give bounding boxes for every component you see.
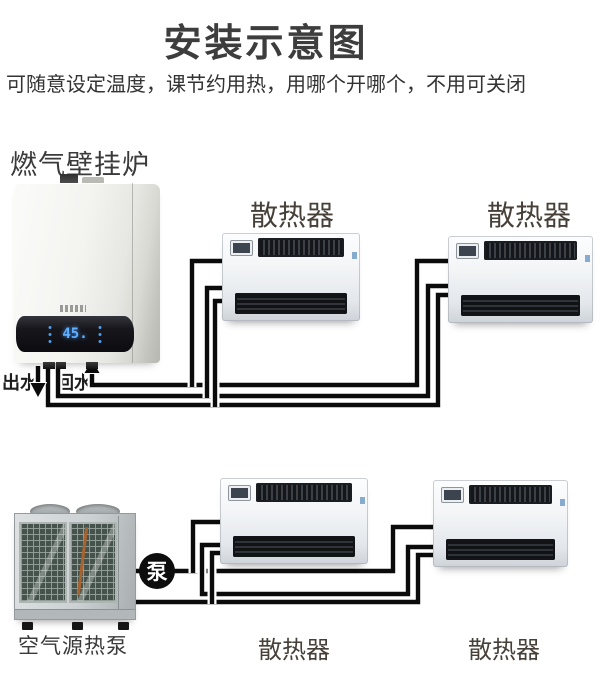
radiator-bottom-grille bbox=[235, 293, 347, 314]
return-water-label: 回水 bbox=[56, 373, 92, 393]
pipe-supply-bus-2 bbox=[45, 292, 452, 408]
radiator-display bbox=[230, 240, 253, 256]
outlet-water-label: 出水 bbox=[2, 373, 38, 393]
radiator-bottom-grille bbox=[233, 536, 355, 557]
radiator-label-bottom-right: 散热器 bbox=[468, 637, 540, 664]
boiler-logo bbox=[60, 305, 86, 312]
radiator-label-top-left: 散热器 bbox=[249, 200, 335, 231]
heat-pump-base bbox=[15, 609, 135, 619]
led-dots-icon bbox=[48, 323, 53, 345]
heat-pump-foot bbox=[72, 622, 83, 630]
heat-pump-cabinet bbox=[14, 513, 136, 620]
boiler-temp-readout: 45. bbox=[62, 326, 88, 342]
boiler-vent-icon bbox=[82, 177, 104, 185]
radiator-label-bottom-left: 散热器 bbox=[258, 637, 330, 664]
heat-pump-coil-grille bbox=[19, 522, 67, 603]
pipe-return-bus bbox=[89, 258, 452, 388]
radiator-brand-mark bbox=[560, 499, 565, 507]
boiler-body: 45. bbox=[14, 183, 160, 363]
heat-pump-coil bbox=[76, 527, 89, 595]
gas-wall-boiler: 45. bbox=[14, 174, 160, 369]
radiator-display bbox=[441, 487, 464, 503]
radiator-label-top-right: 散热器 bbox=[486, 200, 572, 231]
radiator-bottom-grille bbox=[446, 539, 555, 560]
boiler-pipe-stub bbox=[86, 362, 98, 369]
led-dots-icon bbox=[97, 323, 102, 345]
radiator-display bbox=[456, 243, 479, 259]
subtitle: 可随意设定温度，课节约用热，用哪个开哪个，不用可关闭 bbox=[6, 74, 526, 96]
radiator-top-grille bbox=[258, 238, 344, 257]
radiator-top-grille bbox=[484, 241, 577, 260]
radiator-brand-mark bbox=[352, 252, 357, 260]
pipe-branch-rad1-a bbox=[189, 258, 226, 387]
boiler-pipe-stub bbox=[43, 362, 55, 369]
radiator-brand-mark bbox=[585, 255, 590, 263]
air-source-heat-pump bbox=[14, 504, 136, 630]
page-title: 安装示意图 bbox=[163, 23, 369, 65]
pipe-supply-bus-1 bbox=[55, 283, 452, 399]
radiator-unit-top-right bbox=[448, 236, 593, 323]
heat-pump-foot bbox=[22, 622, 33, 630]
boiler-pipe-stub bbox=[56, 362, 66, 369]
pipe-branch-rad3-a bbox=[190, 519, 226, 573]
radiator-top-grille bbox=[256, 483, 352, 502]
boiler-flue-icon bbox=[60, 174, 78, 185]
boiler-label: 燃气壁挂炉 bbox=[10, 150, 150, 180]
outlet-down-arrow-icon bbox=[28, 382, 48, 400]
pump-badge: 泵 bbox=[139, 553, 175, 589]
radiator-unit-top-left bbox=[222, 233, 360, 321]
pipe-branch-rad1-b bbox=[204, 285, 226, 398]
heat-pump-foot bbox=[118, 622, 129, 630]
heat-pump-coil-grille bbox=[69, 522, 117, 603]
radiator-brand-mark bbox=[360, 496, 365, 504]
heat-pump-label: 空气源热泵 bbox=[18, 635, 128, 658]
pipe-pump-line bbox=[118, 524, 437, 574]
radiator-top-grille bbox=[469, 485, 552, 504]
radiator-display bbox=[228, 485, 251, 501]
boiler-display: 45. bbox=[16, 316, 134, 352]
pipe-bottom-bus-2 bbox=[118, 552, 437, 605]
radiator-unit-bottom-right bbox=[433, 480, 568, 567]
radiator-unit-bottom-left bbox=[220, 478, 368, 564]
pipe-bottom-bus-1 bbox=[199, 542, 437, 597]
radiator-bottom-grille bbox=[461, 295, 580, 316]
